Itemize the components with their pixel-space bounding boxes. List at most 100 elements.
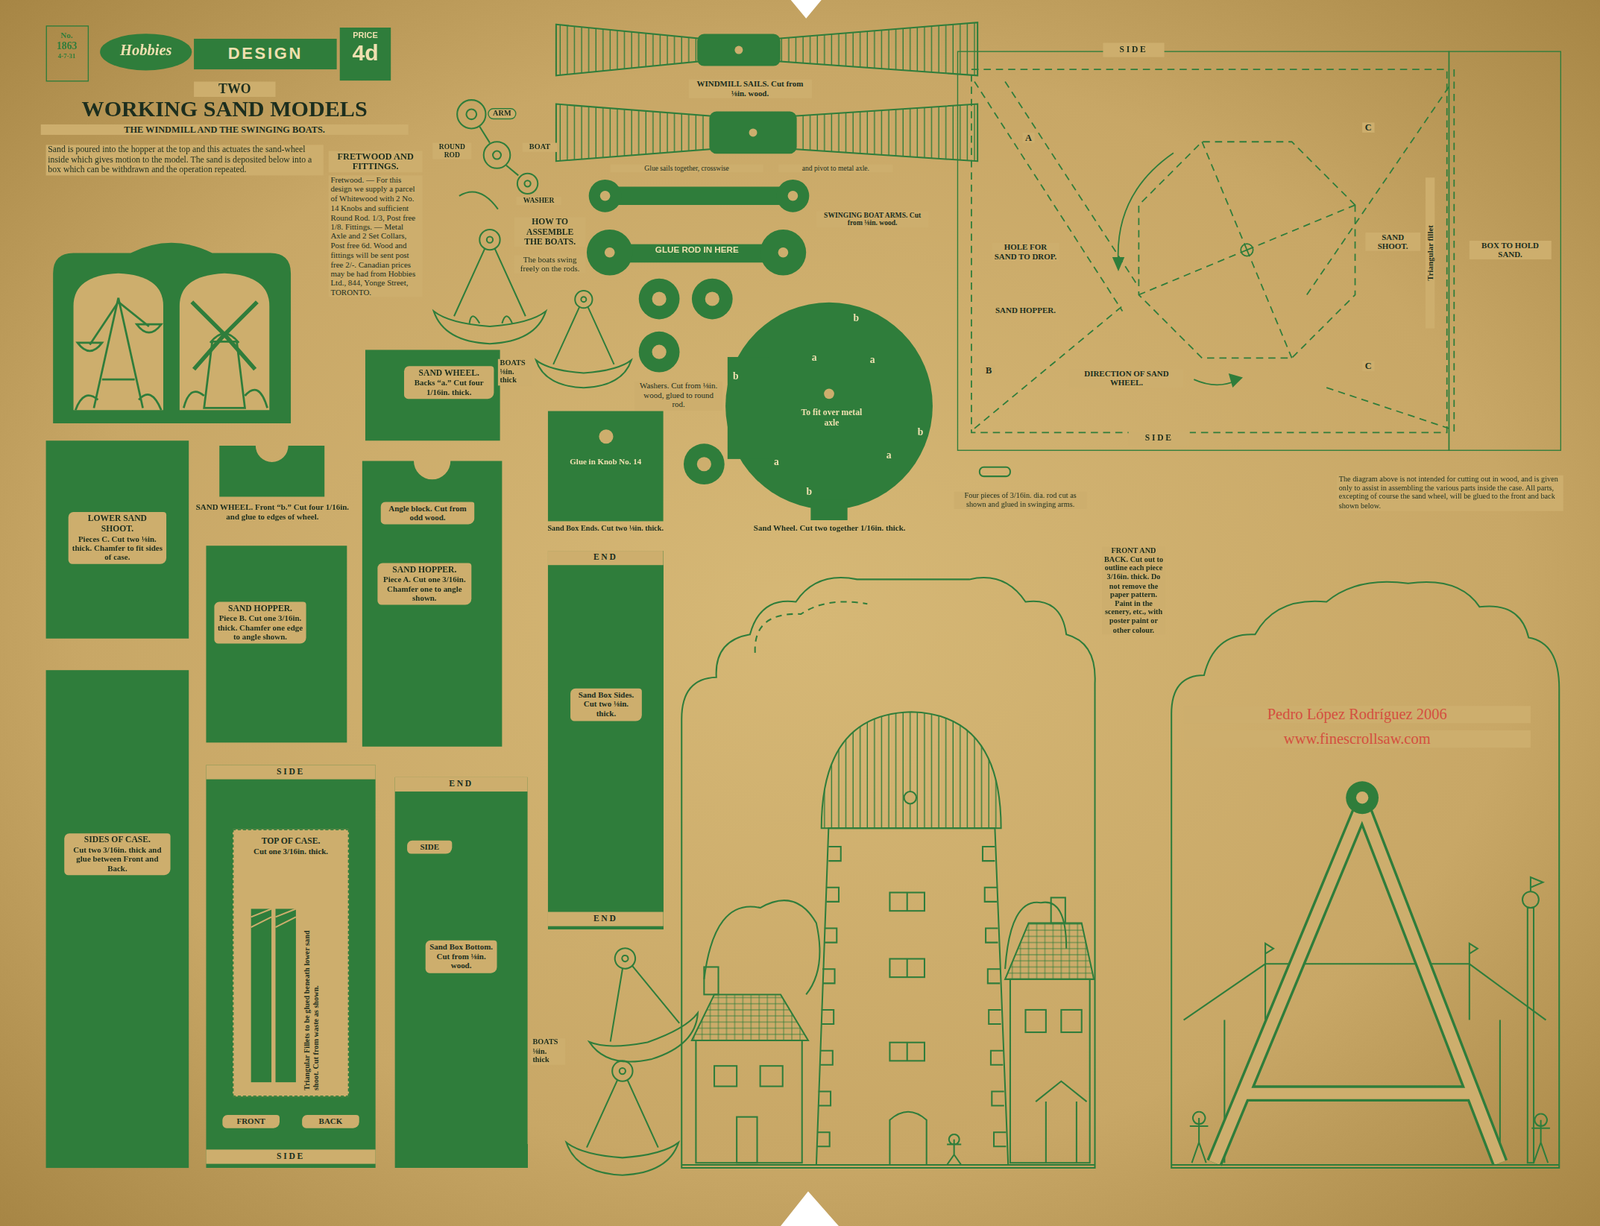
label-text: FRETWOOD AND FITTINGS. bbox=[328, 151, 423, 173]
label-holder: BOAT bbox=[522, 143, 558, 153]
piece-text: SAND HOPPER. bbox=[380, 565, 469, 575]
fillet-hatch bbox=[251, 908, 296, 928]
piece-text: TOP OF CASE. bbox=[235, 836, 346, 847]
piece-text: SIDE bbox=[1131, 433, 1187, 444]
pattern-piece: SAND HOPPER.Piece B. Cut one 3/16in. thi… bbox=[205, 545, 347, 743]
text-patch: SAND HOPPER.Piece A. Cut one 3/16in. Cha… bbox=[377, 562, 472, 606]
label-holder: SAND SHOOT. bbox=[1365, 232, 1421, 252]
label-text: b bbox=[915, 426, 927, 439]
brand-oval: Hobbies bbox=[99, 33, 192, 71]
text-group: Glue in Knob No. 14 bbox=[553, 457, 657, 467]
text-patch: END bbox=[395, 777, 528, 792]
label-holder: Pedro López Rodríguez 2006 bbox=[1183, 706, 1531, 724]
windmill-sails bbox=[556, 22, 978, 162]
piece-text: DESIGN bbox=[193, 44, 337, 64]
text-group: No.18634-7-31 bbox=[46, 30, 87, 60]
text-group: Sand Box Ends. Cut two ⅛in. thick. bbox=[542, 524, 669, 534]
label-holder: ARM bbox=[487, 108, 516, 120]
pattern-piece: SIDEFRONTBACKSIDETOP OF CASE.Cut one 3/1… bbox=[205, 764, 376, 1169]
label-holder: Washers. Cut from ⅛in. wood, glued to ro… bbox=[634, 381, 723, 411]
pattern-piece: SAND WHEEL. Front “b.” Cut four 1/16in. … bbox=[219, 445, 325, 497]
label-text: SAND SHOOT. bbox=[1365, 232, 1421, 252]
piece-text: Backs “a.” Cut four 1/16in. thick. bbox=[407, 378, 491, 397]
pattern-piece: Glue in Knob No. 14Sand Box Ends. Cut tw… bbox=[547, 411, 664, 522]
label-text: BOX TO HOLD SAND. bbox=[1469, 240, 1551, 260]
label-text: Triangular fillet bbox=[1425, 177, 1436, 329]
label-holder: BOATS ⅛in. thick bbox=[498, 359, 534, 386]
label-text: Washers. Cut from ⅛in. wood, glued to ro… bbox=[634, 381, 723, 411]
label-text: A bbox=[1022, 132, 1035, 144]
label-text: C bbox=[1362, 122, 1375, 133]
label-holder: SWINGING BOAT ARMS. Cut from ⅛in. wood. bbox=[816, 210, 929, 228]
label-text: and pivot to metal axle. bbox=[778, 164, 893, 173]
wheel-tab bbox=[727, 357, 769, 460]
case-top-piece: TOP OF CASE.Cut one 3/16in. thick.Triang… bbox=[232, 829, 349, 1098]
label-holder: b bbox=[850, 312, 862, 325]
label-text: HOLE FOR SAND TO DROP. bbox=[991, 243, 1059, 262]
text-group: DESIGN bbox=[193, 44, 337, 64]
text-patch: Sand Box Bottom. Cut from ⅛in. wood. bbox=[425, 940, 498, 973]
piece-text: Cut two 3/16in. thick and glue between F… bbox=[67, 845, 168, 874]
boat-outline bbox=[568, 934, 707, 1074]
piece-text: To fit over metal axle bbox=[792, 407, 871, 428]
axle-hole bbox=[749, 128, 758, 137]
rod-hole bbox=[604, 247, 616, 258]
text-group: Hobbies bbox=[99, 41, 192, 60]
design-number-box: No.18634-7-31 bbox=[46, 25, 89, 82]
rod-hole bbox=[600, 190, 611, 202]
text-patch: Angle block. Cut from odd wood. bbox=[380, 501, 475, 525]
piece-text: Sand Box Sides. Cut two ⅛in. thick. bbox=[573, 691, 639, 720]
pattern-piece: LOWER SAND SHOOT.Pieces C. Cut two ⅛in. … bbox=[46, 440, 190, 639]
label-holder: The diagram above is not intended for cu… bbox=[1336, 475, 1564, 511]
text-patch: SAND HOPPER.Piece B. Cut one 3/16in. thi… bbox=[213, 601, 306, 645]
pattern-piece: Angle block. Cut from odd wood. SAND HOPP… bbox=[362, 461, 503, 748]
piece-text: 1863 bbox=[46, 40, 87, 53]
label-text: a bbox=[883, 448, 894, 461]
label-text: WINDMILL SAILS. Cut from ⅛in. wood. bbox=[688, 79, 812, 99]
fairground-figures bbox=[1171, 877, 1559, 1166]
piece-text: Pieces C. Cut two ⅛in. thick. Chamfer to… bbox=[71, 534, 164, 563]
piece-text: SIDE bbox=[1106, 44, 1162, 55]
piece-text: PRICE bbox=[339, 30, 391, 41]
label-holder: C bbox=[1362, 360, 1375, 372]
label-holder: and pivot to metal axle. bbox=[778, 164, 893, 173]
label-holder: www.finescrollsaw.com bbox=[1183, 730, 1531, 749]
label-text: B bbox=[982, 365, 995, 376]
label-text: BOAT bbox=[522, 143, 558, 153]
piece-text: SAND WHEEL. Front “b.” Cut four 1/16in. … bbox=[190, 503, 355, 522]
label-holder: The boats swing freely on the rods. bbox=[514, 254, 587, 274]
oval-shape bbox=[99, 33, 192, 71]
label-holder: B bbox=[982, 365, 995, 376]
arrow-head bbox=[1112, 257, 1125, 272]
arm-end bbox=[586, 229, 633, 276]
label-text: Four pieces of 3/16in. dia. rod cut as s… bbox=[954, 492, 1088, 510]
text-patch: SIDES OF CASE.Cut two 3/16in. thick and … bbox=[64, 833, 170, 877]
text-patch: Sand Box Sides. Cut two ⅛in. thick. bbox=[570, 688, 642, 721]
piece-outline bbox=[219, 445, 325, 497]
cover-picture bbox=[52, 243, 291, 424]
label-holder: b bbox=[803, 485, 815, 498]
piece-text: Hobbies bbox=[99, 41, 192, 60]
piece-text: No. bbox=[46, 30, 87, 41]
label-holder: Four pieces of 3/16in. dia. rod cut as s… bbox=[954, 492, 1088, 510]
pattern-piece: SIDES OF CASE.Cut two 3/16in. thick and … bbox=[46, 670, 190, 1169]
windmill-front bbox=[681, 577, 1095, 1169]
assembly-diagram bbox=[971, 50, 1454, 451]
watermark: Pedro López Rodríguez 2006 bbox=[1183, 706, 1531, 724]
piece-text: 4-7-31 bbox=[46, 51, 87, 59]
swing-boats-back bbox=[1171, 582, 1559, 1169]
label-text: a bbox=[771, 456, 783, 469]
rod-hole bbox=[788, 190, 799, 202]
text-patch: END bbox=[547, 550, 664, 566]
label-text: b bbox=[803, 485, 815, 498]
label-holder: THE WINDMILL AND THE SWINGING BOATS. bbox=[41, 124, 409, 135]
label-text: Sand is poured into the hopper at the to… bbox=[46, 144, 324, 176]
torn-edge bbox=[780, 1192, 839, 1226]
text-patch: SIDE bbox=[205, 1149, 376, 1164]
piece-text: BACK bbox=[304, 1117, 356, 1128]
label-text: Glue sails together, crosswise bbox=[609, 164, 763, 173]
text-patch: END bbox=[547, 912, 664, 927]
label-holder: Glue sails together, crosswise bbox=[609, 164, 763, 173]
piece-text: Angle block. Cut from odd wood. bbox=[383, 504, 472, 523]
